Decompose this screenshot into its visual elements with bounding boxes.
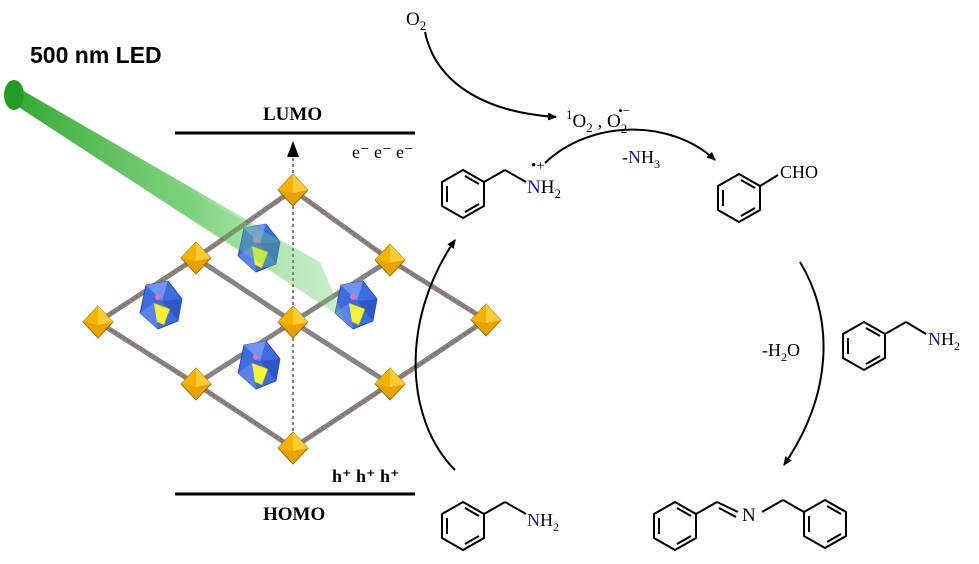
oxygen-arrow xyxy=(424,31,557,121)
hole-oxidation-arrow xyxy=(414,239,456,471)
condensation-arrow xyxy=(783,261,825,466)
lumo-label: LUMO xyxy=(263,104,322,125)
imine-product xyxy=(653,498,847,552)
pom-cluster xyxy=(237,340,281,390)
metal-node xyxy=(277,173,309,207)
metal-node xyxy=(277,305,309,339)
metal-node xyxy=(82,305,114,339)
cation-nh2-label: NH2 xyxy=(527,177,561,201)
benzylamine-reagent xyxy=(842,320,927,372)
led-source xyxy=(4,80,24,110)
led-label: 500 nm LED xyxy=(30,42,162,68)
nh3-loss-label: -NH3 xyxy=(622,147,660,171)
framework-linker-detail xyxy=(97,189,487,449)
metal-node xyxy=(470,303,502,337)
homo-label: HOMO xyxy=(263,504,325,525)
holes-label: h⁺ h⁺ h⁺ xyxy=(332,466,400,486)
aldehyde-label: CHO xyxy=(780,162,818,182)
imine-n-label: N xyxy=(742,505,756,526)
benzaldehyde xyxy=(717,172,779,224)
metal-node xyxy=(374,243,406,277)
water-loss-label: -H2O xyxy=(762,340,800,364)
cation-charge-label: •+ xyxy=(531,158,545,174)
excitation-arrowhead xyxy=(287,141,299,157)
ros-label: 1O2 , O2•− xyxy=(566,103,630,136)
benzylamine-substrate xyxy=(441,500,527,552)
benzylamine-radical-cation xyxy=(441,168,527,220)
oxidation-arrow xyxy=(544,128,716,164)
reagent-amine-label: NH2 xyxy=(928,329,960,353)
substrate-amine-label: NH2 xyxy=(527,510,559,534)
pom-cluster xyxy=(334,280,378,330)
electrons-label: e⁻ e⁻ e⁻ xyxy=(352,142,413,162)
metal-node xyxy=(180,367,212,401)
light-beam-overlay xyxy=(150,170,345,320)
metal-node xyxy=(180,241,212,275)
pom-cluster xyxy=(139,280,183,330)
metal-node xyxy=(277,431,309,465)
oxygen-label: O2 xyxy=(406,9,426,33)
metal-node xyxy=(374,367,406,401)
